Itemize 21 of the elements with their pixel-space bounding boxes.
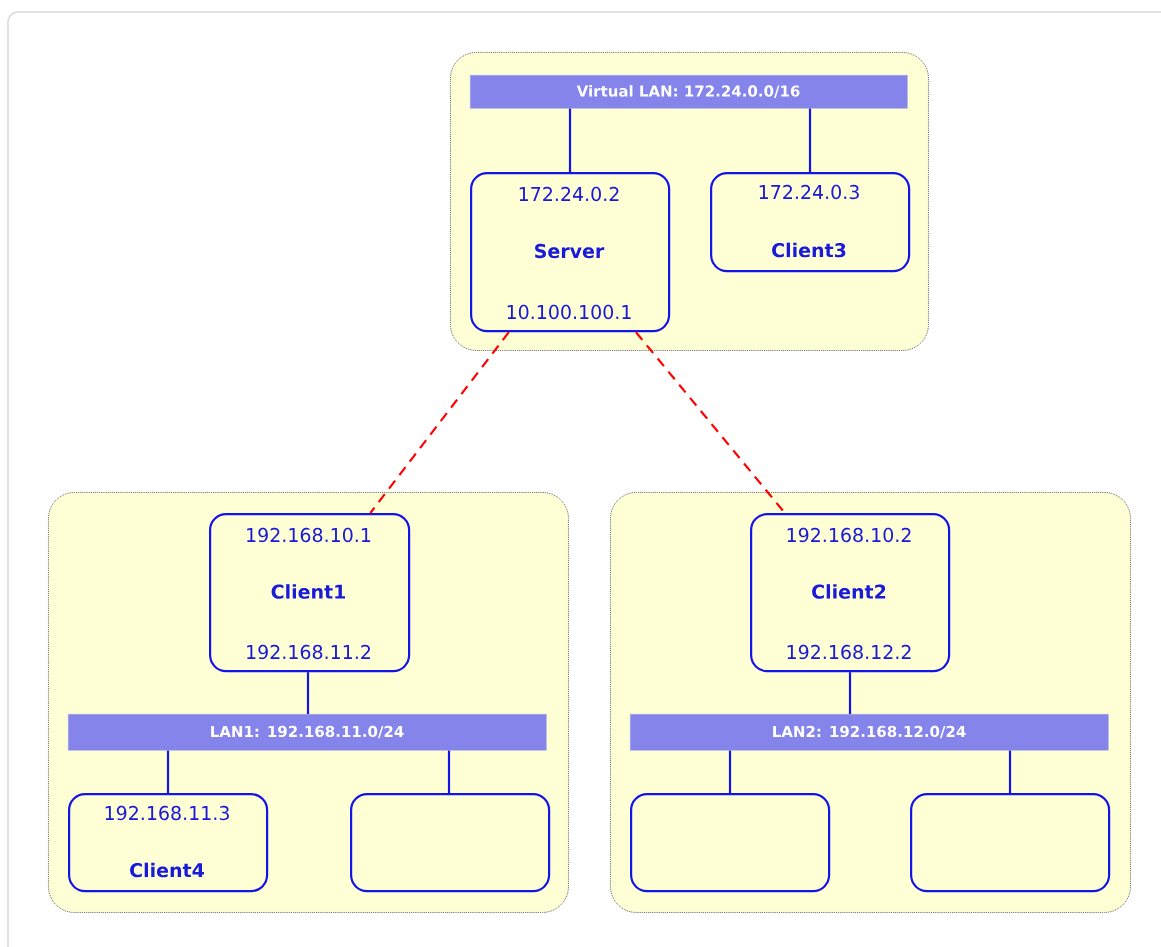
connector-line — [848, 672, 852, 714]
connector-line — [728, 750, 732, 793]
host-box: 192.168.10.2 Client2 192.168.12.2 — [750, 513, 951, 673]
host-box — [910, 793, 1111, 893]
host-box: 192.168.11.3 Client4 — [68, 793, 269, 893]
network-bar: Virtual LAN: 172.24.0.0/16 — [470, 75, 908, 109]
connector-line — [1008, 750, 1012, 793]
network-bar: LAN2: 192.168.12.0/24 — [630, 714, 1109, 751]
host-box — [350, 793, 551, 893]
connector-line — [568, 108, 572, 172]
connector-line — [447, 750, 451, 793]
host-box: 192.168.10.1 Client1 192.168.11.2 — [209, 513, 411, 673]
tunnel-line — [635, 331, 786, 514]
tunnel-line — [369, 331, 510, 514]
host-box: 172.24.0.3 Client3 — [710, 172, 911, 273]
connector-line — [306, 672, 310, 714]
host-box — [630, 793, 831, 893]
network-bar: LAN1: 192.168.11.0/24 — [68, 714, 547, 751]
connector-line — [166, 750, 170, 793]
host-box: 172.24.0.2 Server 10.100.100.1 — [470, 172, 671, 333]
connector-line — [808, 108, 812, 172]
